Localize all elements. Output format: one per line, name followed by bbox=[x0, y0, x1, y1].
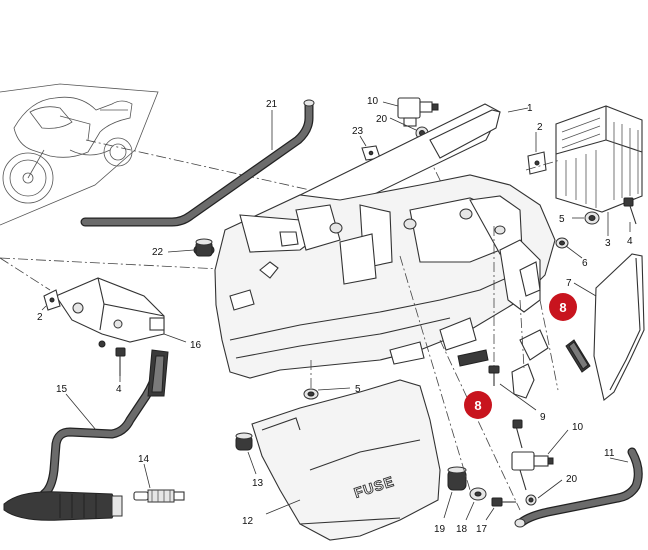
callout-7: 7 bbox=[566, 278, 572, 289]
leader-5-bottom bbox=[317, 387, 351, 391]
callout-15: 15 bbox=[56, 384, 68, 395]
leader-13 bbox=[247, 451, 257, 475]
callout-12: 12 bbox=[242, 516, 254, 527]
leader-20 bbox=[389, 117, 417, 131]
bracket-frame-1 bbox=[214, 103, 556, 379]
side-panel-7 bbox=[593, 253, 645, 401]
callout-10: 10 bbox=[367, 96, 379, 107]
leader-22 bbox=[167, 249, 195, 253]
callout-2: 2 bbox=[537, 122, 543, 133]
callout-22: 22 bbox=[152, 247, 164, 258]
callout-19: 19 bbox=[434, 524, 446, 535]
guide-line bbox=[85, 139, 311, 191]
leader-15 bbox=[65, 393, 97, 431]
callout-4: 4 bbox=[627, 236, 633, 247]
motorcycle-thumbnail bbox=[0, 83, 159, 226]
grommet-20-bottom bbox=[525, 494, 537, 506]
leader-2-left bbox=[41, 305, 47, 311]
callout-6: 6 bbox=[582, 258, 588, 269]
rubber-strip-8a bbox=[565, 339, 591, 373]
hose-21 bbox=[80, 99, 315, 227]
guide-line bbox=[439, 339, 521, 511]
leader-16 bbox=[163, 333, 187, 343]
callout-17: 17 bbox=[476, 524, 488, 535]
callout-9: 9 bbox=[540, 412, 546, 423]
callout-3: 3 bbox=[605, 238, 611, 249]
guide-line bbox=[0, 257, 51, 291]
callout-10-bottom: 10 bbox=[572, 422, 584, 433]
callout-21: 21 bbox=[266, 99, 278, 110]
leader-10-bottom bbox=[547, 429, 569, 455]
callout-20-bottom: 20 bbox=[566, 474, 578, 485]
grommet-19 bbox=[447, 466, 467, 491]
callout-5-bottom: 5 bbox=[355, 384, 361, 395]
leader-6 bbox=[565, 245, 583, 259]
highlight-label-8-right: 8 bbox=[559, 300, 566, 315]
leader-11 bbox=[609, 457, 629, 463]
leader-19 bbox=[443, 491, 453, 519]
callout-labels: 21 10 20 1 2 23 3 4 5 22 6 7 2 16 4 15 5… bbox=[37, 96, 633, 535]
grommet-22 bbox=[193, 238, 215, 257]
leader-17 bbox=[485, 507, 495, 521]
bracket-part-8-zone bbox=[511, 299, 559, 399]
nut-5-right bbox=[584, 211, 600, 225]
guide-line bbox=[399, 255, 471, 491]
fuse-box-cover-12: FUSE bbox=[251, 379, 441, 541]
leader-23 bbox=[359, 135, 367, 147]
callout-18: 18 bbox=[456, 524, 468, 535]
sensor-10-bottom bbox=[511, 451, 554, 491]
callout-2-left: 2 bbox=[37, 312, 43, 323]
callout-5: 5 bbox=[559, 214, 565, 225]
clip-23 bbox=[361, 145, 381, 161]
callout-23: 23 bbox=[352, 126, 364, 137]
guide-line bbox=[525, 159, 561, 171]
bolt-4-left bbox=[115, 347, 126, 376]
bolt-4-right bbox=[623, 197, 637, 225]
nut-5-bottom bbox=[303, 388, 319, 400]
bracket-2-right bbox=[527, 151, 547, 175]
hose-11 bbox=[514, 447, 643, 528]
leader-18 bbox=[465, 501, 475, 521]
switch-assembly-16 bbox=[55, 277, 165, 348]
leader-14 bbox=[143, 463, 151, 489]
callout-20: 20 bbox=[376, 114, 388, 125]
callout-4-left: 4 bbox=[116, 384, 122, 395]
leader-7 bbox=[573, 282, 597, 297]
guide-line bbox=[0, 257, 241, 271]
highlight-badge-8-left: 8 bbox=[464, 391, 492, 419]
grommet-13 bbox=[235, 432, 253, 451]
highlight-label-8-left: 8 bbox=[474, 398, 481, 413]
callout-1: 1 bbox=[527, 103, 533, 114]
sensor-10-top bbox=[397, 97, 439, 127]
bolt-9 bbox=[488, 365, 523, 449]
callout-14: 14 bbox=[138, 454, 150, 465]
cable-15 bbox=[3, 349, 169, 521]
callout-13: 13 bbox=[252, 478, 264, 489]
callout-11: 11 bbox=[604, 448, 615, 459]
leader-10 bbox=[382, 101, 399, 107]
highlight-badge-8-right: 8 bbox=[549, 293, 577, 321]
bolt-17 bbox=[491, 497, 516, 507]
leader-1 bbox=[507, 107, 529, 113]
bracket-2-left bbox=[43, 289, 61, 311]
callout-16: 16 bbox=[190, 340, 202, 351]
rubber-strip-8b bbox=[457, 349, 489, 367]
washer-18 bbox=[469, 487, 487, 501]
leader-20-bottom bbox=[537, 479, 563, 499]
regulator-3 bbox=[555, 105, 643, 213]
spark-plug-14 bbox=[133, 489, 185, 503]
leader-12 bbox=[265, 499, 301, 515]
grommet-6 bbox=[555, 237, 569, 249]
leader-9 bbox=[499, 383, 537, 411]
